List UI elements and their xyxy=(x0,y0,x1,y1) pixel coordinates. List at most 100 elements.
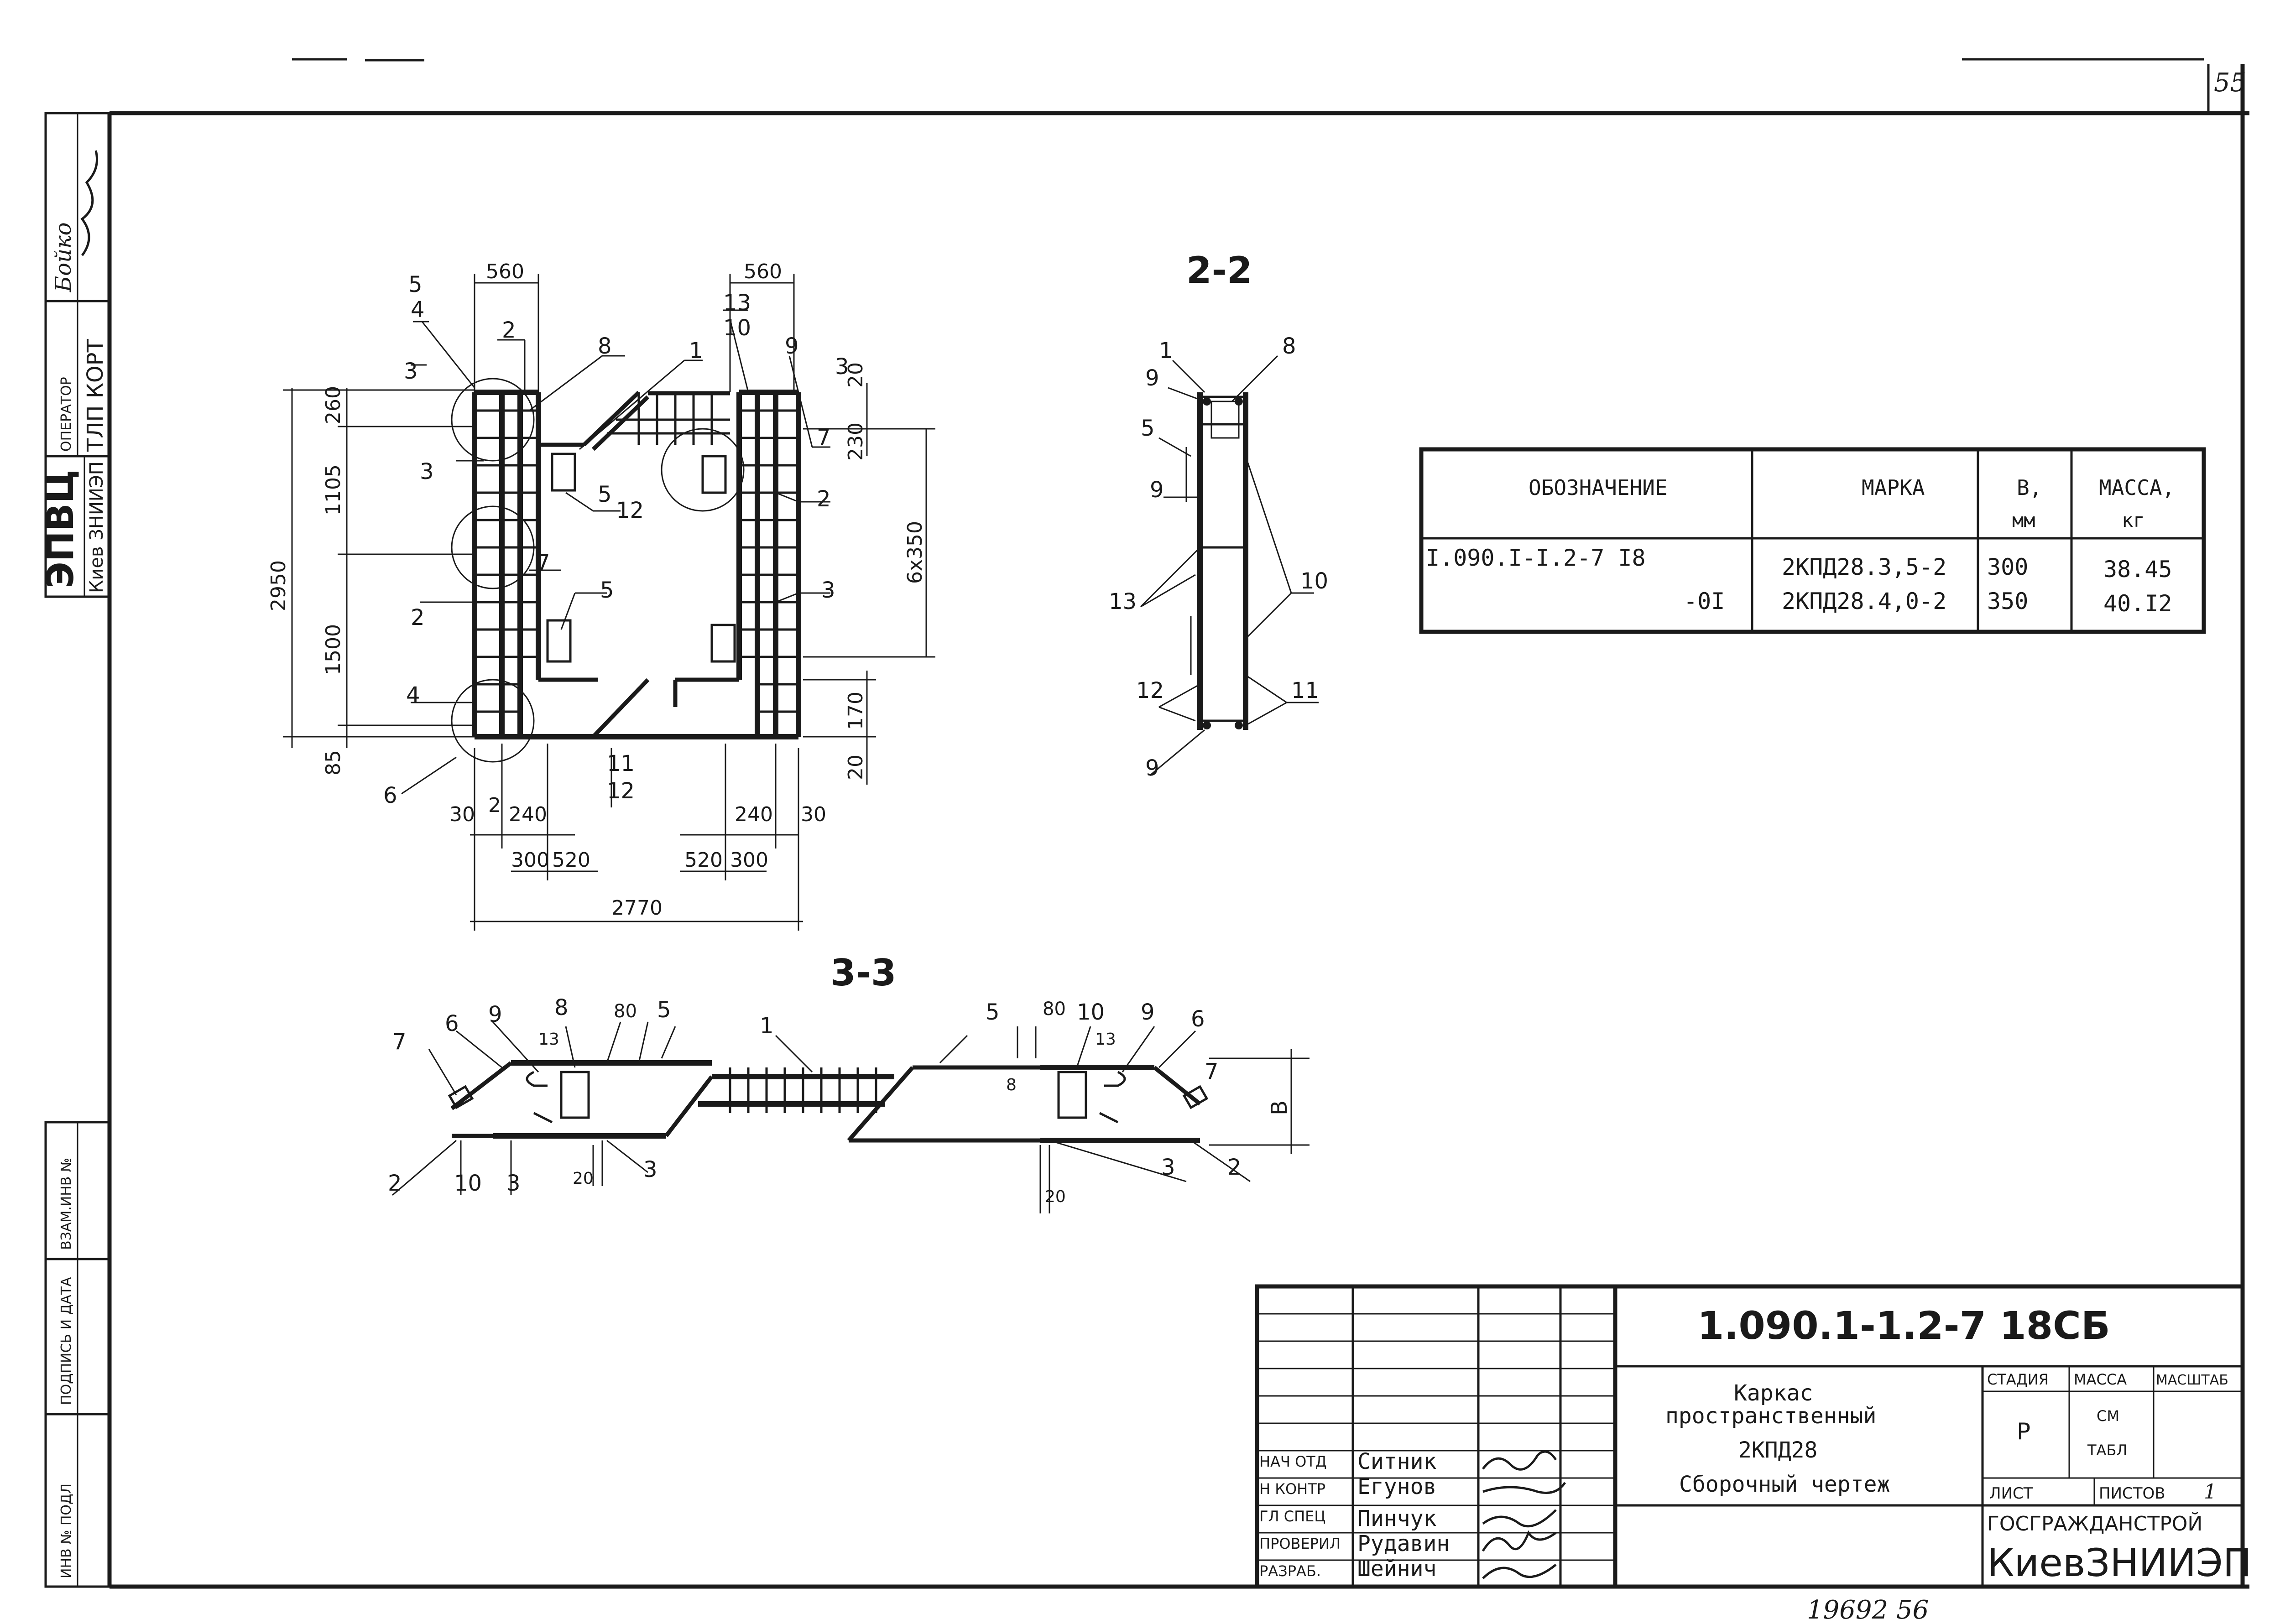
spec-header-b-unit: мм xyxy=(2012,509,2035,531)
dim-b-520a: 520 xyxy=(552,848,590,872)
dim-left-1105: 1105 xyxy=(322,464,345,515)
dim-left-260: 260 xyxy=(322,386,345,424)
dim-right-230: 230 xyxy=(844,422,867,461)
s33-callout-2: 2 xyxy=(388,1171,402,1196)
bottom-note: 19692 56 xyxy=(1807,1595,1929,1624)
s22-callout-13: 13 xyxy=(1109,589,1137,614)
spec-header-mass: МАССА, xyxy=(2099,475,2175,500)
signer-role-4: ПРОВЕРИЛ xyxy=(1259,1535,1341,1552)
s22-callout-9a: 9 xyxy=(1145,365,1159,391)
s33-callout-5r: 5 xyxy=(986,999,1000,1025)
s33-callout-3m: 3 xyxy=(643,1157,657,1182)
s33-callout-9: 9 xyxy=(488,1002,502,1027)
dim-left-1500: 1500 xyxy=(322,624,345,675)
plan-callout-3: 3 xyxy=(404,359,418,384)
s33-callout-20r: 20 xyxy=(1045,1187,1066,1206)
plan-callout-2r: 2 xyxy=(817,486,831,512)
spec-row-1-mark: 2КПД28.3,5-2 xyxy=(1782,554,1946,580)
dim-right-20a: 20 xyxy=(844,362,867,388)
dim-right-step: 6х350 xyxy=(903,521,927,584)
s33-callout-7r: 7 xyxy=(1205,1059,1219,1084)
stamp-box-2: ПОДПИСЬ И ДАТА xyxy=(58,1277,74,1405)
s33-callout-10: 10 xyxy=(454,1171,482,1196)
signer-role-2: Н КОНТР xyxy=(1259,1480,1325,1498)
s22-callout-10: 10 xyxy=(1300,568,1328,594)
plan-callout-7: 7 xyxy=(536,550,550,576)
plan-callout-9: 9 xyxy=(785,333,799,359)
plan-view xyxy=(283,274,935,931)
org-1: ГОСГРАЖДАНСТРОЙ xyxy=(1987,1511,2202,1536)
plan-callout-5c: 5 xyxy=(600,578,614,603)
dim-top-right: 560 xyxy=(744,260,782,283)
plan-callout-4l: 4 xyxy=(406,682,420,708)
side-stamp xyxy=(44,112,111,1588)
mass-label: МАССА xyxy=(2074,1371,2127,1388)
doc-code: 1.090.1-1.2-7 18СБ xyxy=(1697,1303,2110,1348)
stamp-org-1: ЭПВЦ xyxy=(39,469,82,588)
section-title-2-2: 2-2 xyxy=(1186,249,1252,291)
org-2: КиевЗНИИЭП xyxy=(1987,1541,2252,1585)
plan-callout-1: 1 xyxy=(689,338,703,364)
signer-name-1: Ситник xyxy=(1357,1449,1436,1474)
dim-top-left: 560 xyxy=(486,260,524,283)
plan-callout-12b: 12 xyxy=(607,778,635,804)
stamp-signature xyxy=(80,150,98,256)
s22-callout-5: 5 xyxy=(1141,416,1155,441)
dim-bottom-total: 2770 xyxy=(611,896,663,920)
dim-b-2: 2 xyxy=(488,794,501,817)
s22-callout-12: 12 xyxy=(1136,678,1164,703)
plan-callout-4: 4 xyxy=(411,297,425,323)
s33-callout-13r: 13 xyxy=(1095,1030,1116,1049)
spec-header-b: В, xyxy=(2017,475,2042,500)
section-3-3-callouts: 7 6 9 8 13 80 5 1 5 80 10 9 6 13 8 7 В 2… xyxy=(388,995,1292,1206)
mass-value-2: ТАБЛ xyxy=(2087,1442,2127,1459)
dim-b-520b: 520 xyxy=(684,848,723,872)
s33-callout-20: 20 xyxy=(573,1169,594,1188)
sheets-value: 1 xyxy=(2204,1480,2217,1504)
s22-callout-11: 11 xyxy=(1291,678,1319,703)
dim-b-240b: 240 xyxy=(735,803,773,826)
item-title-4: Сборочный чертеж xyxy=(1679,1472,1890,1497)
dim-left-85: 85 xyxy=(322,750,345,776)
stamp-org-2: Киев ЗНИИЭП xyxy=(86,461,107,593)
s33-callout-80: 80 xyxy=(614,1001,637,1022)
stamp-box-3: ИНВ № ПОДЛ xyxy=(58,1483,74,1578)
plan-callout-12: 12 xyxy=(616,498,644,523)
mass-value-1: СМ xyxy=(2097,1407,2119,1425)
stamp-operator-label: ОПЕРАТОР xyxy=(58,377,74,452)
signer-name-2: Егунов xyxy=(1357,1474,1436,1499)
plan-callout-5: 5 xyxy=(408,272,423,297)
signers: НАЧ ОТД Ситник Н КОНТР Егунов ГЛ СПЕЦ Пи… xyxy=(1259,1449,1450,1582)
plan-callout-7r: 7 xyxy=(817,425,831,450)
s33-callout-9r: 9 xyxy=(1141,999,1155,1025)
plan-callout-8: 8 xyxy=(598,333,612,359)
spec-header-mark: МАРКА xyxy=(1862,475,1925,500)
plan-callouts: 5 4 3 2 8 1 13 10 9 3 7 3 5 12 2 3 7 2 5… xyxy=(383,272,849,808)
sheet-frame xyxy=(107,58,2249,1589)
s33-callout-6: 6 xyxy=(445,1011,459,1036)
s33-callout-7: 7 xyxy=(392,1029,407,1055)
dim-right-170: 170 xyxy=(844,692,867,730)
plan-callout-6: 6 xyxy=(383,783,397,808)
sheets-label: ПИСТОВ xyxy=(2099,1484,2165,1503)
dim-b-300b: 300 xyxy=(730,848,768,872)
spec-row-2-mark: 2КПД28.4,0-2 xyxy=(1782,588,1946,614)
plan-callout-2l: 2 xyxy=(411,605,425,630)
plan-dimensions: 560 560 2770 2950 260 1105 1500 85 6х350… xyxy=(267,260,927,920)
spec-table xyxy=(1419,447,2206,634)
section-3-3 xyxy=(392,1021,1310,1213)
spec-header-mass-unit: кг xyxy=(2122,509,2145,531)
signer-name-5: Шейнич xyxy=(1357,1556,1436,1582)
section-title-3-3: 3-3 xyxy=(830,952,897,994)
dim-b-30a: 30 xyxy=(449,803,475,826)
s22-callout-9b: 9 xyxy=(1150,477,1164,503)
s33-callout-6r: 6 xyxy=(1191,1006,1205,1032)
sheet-label: ЛИСТ xyxy=(1989,1484,2033,1503)
s22-callout-9c: 9 xyxy=(1145,755,1159,781)
spec-row-1-b: 300 xyxy=(1987,554,2028,580)
s33-callout-1: 1 xyxy=(760,1013,774,1039)
dim-b-240a: 240 xyxy=(509,803,547,826)
stamp-box-1: ВЗАМ.ИНВ № xyxy=(58,1158,74,1250)
spec-row-1-mass: 38.45 xyxy=(2103,556,2172,583)
